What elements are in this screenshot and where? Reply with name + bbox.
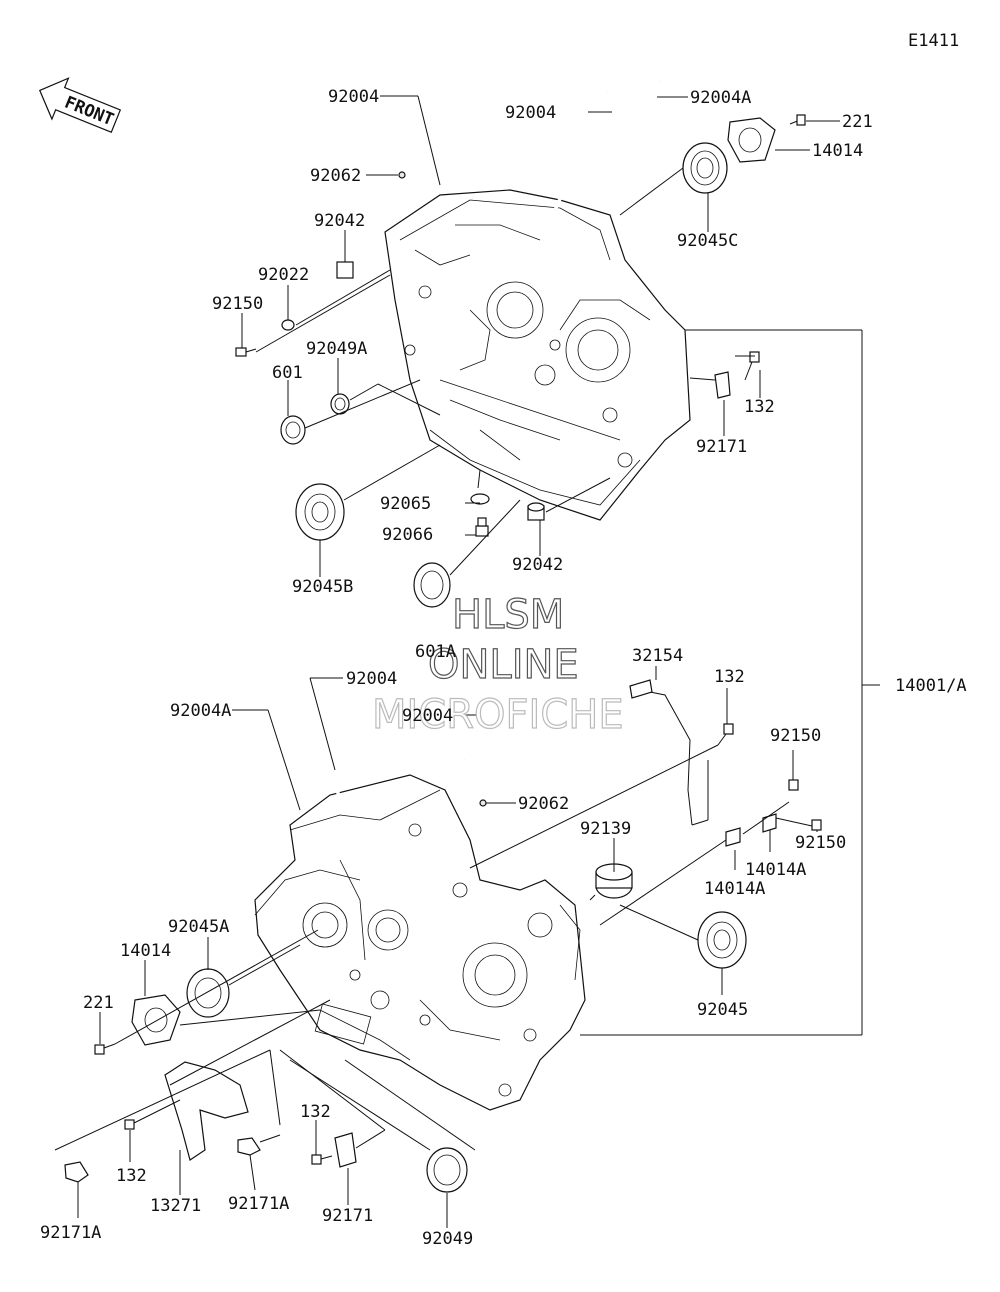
- bolt-132-mid: [717, 723, 734, 746]
- label-92004: 92004: [346, 669, 397, 689]
- label-14001A: 14001/A: [895, 676, 967, 696]
- bracket-92171-upper: [714, 371, 731, 399]
- label-92150: 92150: [770, 726, 821, 746]
- washer-92022: [281, 319, 295, 331]
- lower-crankcase-illustration: [254, 774, 586, 1111]
- label-13271: 13271: [150, 1196, 201, 1216]
- label-92004A: 92004A: [690, 88, 751, 108]
- bracket-14014A-1: [725, 827, 741, 847]
- stud-92004A-upper: [598, 81, 662, 171]
- bearing-92045A: [186, 968, 230, 1018]
- label-132: 132: [714, 667, 745, 687]
- label-92004: 92004: [505, 103, 556, 123]
- bolt-221-lower: [94, 1043, 116, 1055]
- label-92171A: 92171A: [228, 1194, 289, 1214]
- label-14014A: 14014A: [704, 879, 765, 899]
- bracket-92171-lower: [334, 1132, 357, 1168]
- bolt-221-upper: [789, 114, 806, 126]
- label-14014: 14014: [812, 141, 863, 161]
- plate-14014-lower: [131, 994, 181, 1046]
- clip-92171A-2: [237, 1137, 261, 1156]
- label-14014: 14014: [120, 941, 171, 961]
- stud-92004-lower-right: [463, 677, 522, 761]
- label-92150: 92150: [212, 294, 263, 314]
- label-92171A: 92171A: [40, 1223, 101, 1243]
- bolt-132-upper: [744, 351, 760, 381]
- bracket-14001A-line: [580, 329, 880, 1036]
- label-92004A: 92004A: [170, 701, 231, 721]
- label-132: 132: [744, 397, 775, 417]
- label-92139: 92139: [580, 819, 631, 839]
- label-221: 221: [83, 993, 114, 1013]
- bracket-14014A-2: [762, 813, 777, 833]
- bearing-92045B: [295, 483, 345, 541]
- label-92062: 92062: [518, 794, 569, 814]
- watermark-line1: HLSM: [452, 592, 564, 638]
- pin-92062-lower: [479, 799, 487, 807]
- bearing-92045C: [682, 142, 728, 194]
- bolt-92150-right1: [788, 779, 799, 791]
- label-92065: 92065: [380, 494, 431, 514]
- label-92042: 92042: [512, 555, 563, 575]
- label-92042: 92042: [314, 211, 365, 231]
- label-132: 132: [300, 1102, 331, 1122]
- label-92004: 92004: [402, 706, 453, 726]
- seal-92049: [426, 1147, 468, 1193]
- bearing-601: [280, 415, 306, 445]
- label-92150: 92150: [795, 833, 846, 853]
- callout-labels: 92004 92004 92004A 221 14014 92045C 9206…: [40, 87, 967, 1249]
- label-92171: 92171: [322, 1206, 373, 1226]
- bolt-92150-left: [235, 347, 257, 357]
- watermark-line2: ONLINE: [428, 642, 579, 688]
- upper-crankcase-illustration: [384, 189, 691, 521]
- watermark: HLSM ONLINE MICROFICHE: [371, 591, 624, 738]
- label-92045: 92045: [697, 1000, 748, 1020]
- label-132: 132: [116, 1166, 147, 1186]
- label-92022: 92022: [258, 265, 309, 285]
- bolt-92150-right2: [811, 819, 822, 831]
- label-601: 601: [272, 363, 303, 383]
- stud-92004-upper-mid: [553, 91, 610, 211]
- bearing-92045: [697, 911, 747, 969]
- lower-leader-lines: [54, 666, 818, 1228]
- plate-14014-upper: [727, 117, 776, 163]
- seal-92049A: [330, 393, 350, 415]
- stud-92004A-lower: [248, 637, 302, 811]
- label-92045C: 92045C: [677, 231, 738, 251]
- label-601A: 601A: [415, 642, 456, 662]
- label-92045A: 92045A: [168, 917, 229, 937]
- bearing-601A: [413, 562, 451, 608]
- label-92049: 92049: [422, 1229, 473, 1249]
- bracket-13271: [164, 1061, 249, 1161]
- diagram-code: E1411: [908, 31, 959, 51]
- label-92171: 92171: [696, 437, 747, 457]
- watermark-line3: MICROFICHE: [372, 692, 624, 738]
- label-14014A: 14014A: [745, 860, 806, 880]
- upper-leader-lines: [241, 95, 840, 577]
- label-221: 221: [842, 112, 873, 132]
- label-92066: 92066: [382, 525, 433, 545]
- clip-92171A-1: [64, 1161, 89, 1183]
- label-92049A: 92049A: [306, 339, 367, 359]
- pipe-32154: [629, 679, 693, 826]
- dowel-92042-lower: [527, 502, 545, 521]
- plug-92066: [475, 517, 489, 537]
- dowel-92042-upper: [336, 261, 354, 279]
- bolt-132-low1: [124, 1119, 135, 1130]
- front-arrow-icon: FRONT: [38, 77, 122, 134]
- label-32154: 32154: [632, 646, 683, 666]
- stud-92004-lower: [288, 624, 342, 801]
- collar-92139: [595, 863, 633, 899]
- label-92004: 92004: [328, 87, 379, 107]
- label-92045B: 92045B: [292, 577, 353, 597]
- pin-92062-upper: [398, 171, 406, 179]
- washer-92065: [470, 493, 490, 505]
- bolt-132-low2: [311, 1154, 333, 1165]
- label-92062: 92062: [310, 166, 361, 186]
